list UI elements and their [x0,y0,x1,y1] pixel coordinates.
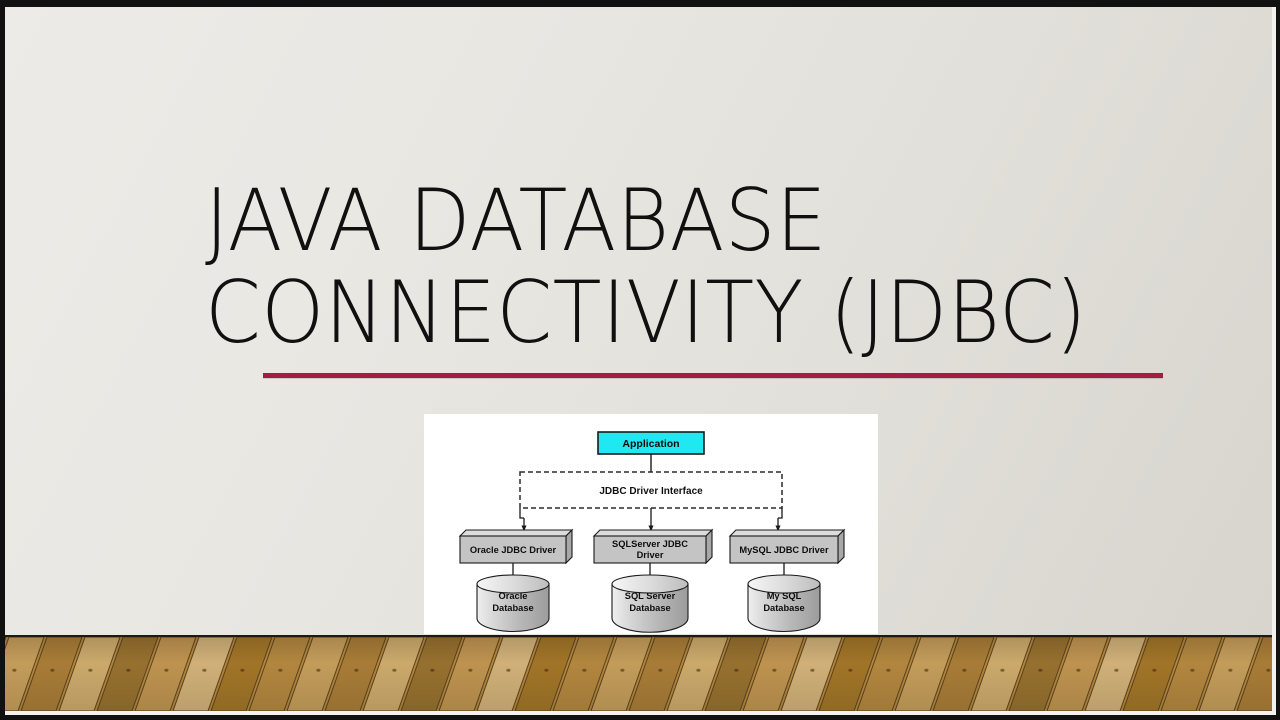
title-underline-rule [263,373,1163,378]
slide-right-edge [1272,7,1276,715]
page-title: JAVA DATABASE CONNECTIVITY (JDBC) [205,171,1195,378]
database-label-mysql-line2: Database [763,603,804,613]
driver-node-oracle: Oracle JDBC Driver [458,528,574,565]
driver-node-mysql: MySQL JDBC Driver [728,528,846,565]
database-label-oracle-line2: Database [492,603,533,613]
driver-label-sqlserver-line1: SQLServer JDBC [612,539,688,549]
wooden-floor-image [5,635,1276,711]
connectors-interface-to-drivers [519,508,783,532]
database-label-sqlserver-line2: Database [629,603,670,613]
jdbc-driver-interface-label: JDBC Driver Interface [599,486,703,497]
title-line-1: JAVA DATABASE [205,171,827,271]
driver-label-oracle: Oracle JDBC Driver [470,545,557,555]
database-label-sqlserver-line1: SQL Server [625,591,676,601]
database-node-mysql: My SQL Database [747,574,821,633]
driver-node-sqlserver: SQLServer JDBC Driver [592,528,714,565]
slide-bottom-edge [5,711,1276,715]
diagram-canvas: Application JDBC Driver Interface [424,414,878,634]
database-label-oracle-line1: Oracle [499,591,528,601]
title-line-2: CONNECTIVITY (JDBC) [205,263,1087,363]
jdbc-architecture-diagram: Application JDBC Driver Interface [424,414,878,634]
wood-floor-graphic [5,637,1276,711]
driver-label-mysql: MySQL JDBC Driver [739,545,829,555]
driver-label-sqlserver-line2: Driver [637,550,664,560]
database-label-mysql-line1: My SQL [767,591,802,601]
slide-surface: JAVA DATABASE CONNECTIVITY (JDBC) [5,7,1276,715]
database-node-sqlserver: SQL Server Database [611,574,689,633]
application-node: Application [597,431,705,455]
application-label: Application [622,438,679,450]
database-node-oracle: Oracle Database [476,574,550,633]
